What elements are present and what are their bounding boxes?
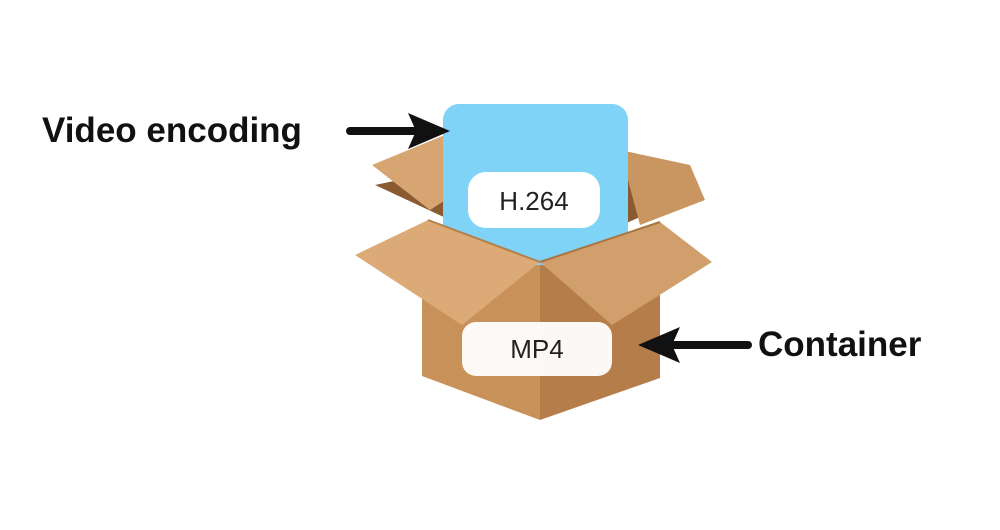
mp4-label-bg [462,322,612,376]
mp4-label: MP4 [510,334,563,364]
h264-label-bg [468,172,600,228]
box-crease-right [539,221,661,263]
video-encoding-label: Video encoding [42,111,302,150]
video-card: H.264 [443,104,628,279]
box-front-left-flap [355,220,540,325]
arrow-right-icon [346,113,450,149]
box-back-right-flap [620,150,705,225]
box-crease-left [427,219,541,263]
h264-label: H.264 [499,186,568,216]
container-label: Container [758,325,922,364]
arrow-left-icon [638,327,752,363]
